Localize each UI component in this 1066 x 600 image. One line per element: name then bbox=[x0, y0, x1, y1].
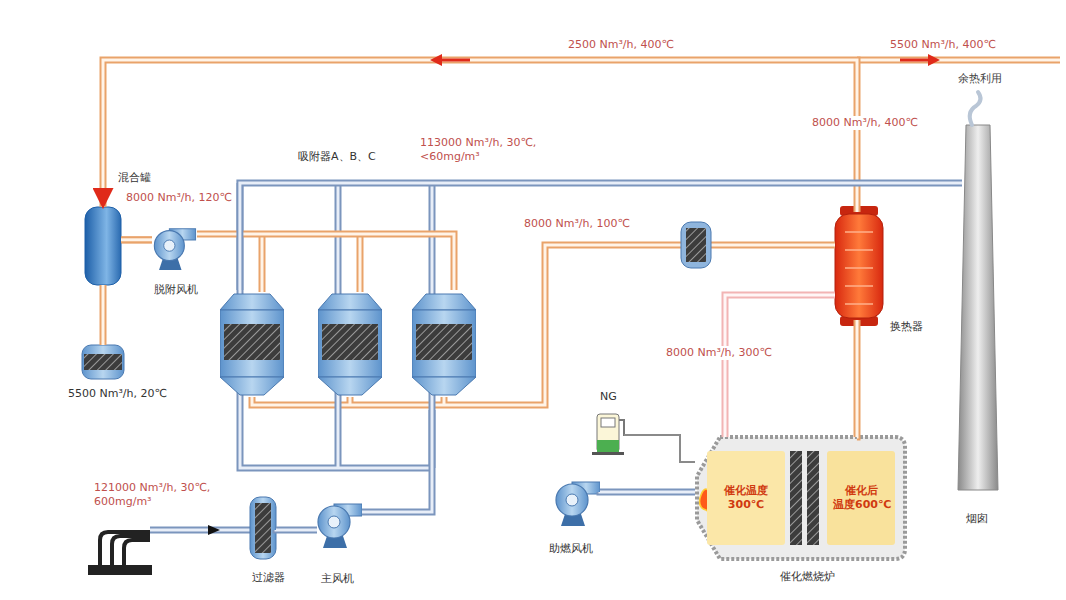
pipe-connector bbox=[103, 60, 857, 212]
equipment-label: NG bbox=[600, 390, 617, 403]
mixing-tank: 混合罐 bbox=[85, 207, 121, 285]
pipe-connector bbox=[362, 410, 432, 512]
equipment-label: 混合罐 bbox=[118, 171, 151, 184]
pipe-connector bbox=[480, 245, 835, 405]
air-filter: 5500 Nm³/h, 20℃ bbox=[82, 345, 124, 379]
combustion-fan: 助燃风机 bbox=[555, 478, 600, 526]
pipe-connector bbox=[856, 320, 857, 437]
equipment-label: 过滤器 bbox=[252, 571, 285, 584]
heat-exchanger: 换热器 bbox=[835, 212, 883, 320]
chimney: 烟囱 bbox=[962, 125, 994, 490]
flow-label: 8000 Nm³/h, 400℃ bbox=[810, 116, 920, 130]
flow-label: 余热利用 bbox=[956, 72, 1004, 86]
zone-temperature: 催化后 温度600℃ bbox=[833, 484, 889, 513]
catalysis-zone: 催化温度 300℃ bbox=[707, 451, 785, 545]
equipment-label: 催化燃烧炉 bbox=[780, 570, 835, 583]
pipe-connector bbox=[240, 183, 962, 290]
adsorber-group: 吸附器A、B、C bbox=[215, 290, 480, 410]
zone-temperature: 催化温度 300℃ bbox=[718, 484, 774, 513]
flow-label: 2500 Nm³/h, 400℃ bbox=[566, 38, 676, 52]
flow-label: 8000 Nm³/h, 100℃ bbox=[522, 217, 632, 231]
pipe-connector bbox=[197, 234, 454, 290]
main-fan: 主风机 bbox=[317, 500, 362, 548]
catalytic-furnace: 催化燃烧炉催化温度 300℃催化后 温度600℃ bbox=[695, 437, 905, 559]
pipe-connector bbox=[600, 491, 695, 492]
flow-label: 121000 Nm³/h, 30℃, 600mg/m³ bbox=[92, 481, 218, 509]
pipe-connector bbox=[276, 529, 317, 530]
equipment-label: 烟囱 bbox=[966, 512, 988, 525]
equipment-label: 吸附器A、B、C bbox=[298, 150, 376, 163]
pipe-connector bbox=[121, 239, 152, 240]
flow-label: 8000 Nm³/h, 300℃ bbox=[664, 346, 774, 360]
desorption-fan: 脱附风机 bbox=[152, 225, 197, 270]
pipe-connector bbox=[624, 435, 695, 462]
flow-label: 8000 Nm³/h, 120℃ bbox=[124, 191, 234, 205]
equipment-label: 换热器 bbox=[890, 320, 923, 333]
equipment-label: 助燃风机 bbox=[549, 542, 593, 555]
post-catalysis-zone: 催化后 温度600℃ bbox=[827, 451, 895, 545]
flow-label: 113000 Nm³/h, 30℃, <60mg/m³ bbox=[418, 136, 544, 164]
main-filter: 过滤器 bbox=[250, 497, 276, 559]
flow-label: 5500 Nm³/h, 400℃ bbox=[888, 38, 998, 52]
pipe-connector bbox=[725, 295, 835, 437]
pipe-connector bbox=[103, 285, 104, 345]
equipment-label: 脱附风机 bbox=[154, 283, 198, 296]
equipment-label: 5500 Nm³/h, 20℃ bbox=[68, 387, 167, 400]
equipment-label: 主风机 bbox=[321, 572, 354, 585]
gas-supply: NG bbox=[592, 412, 624, 454]
